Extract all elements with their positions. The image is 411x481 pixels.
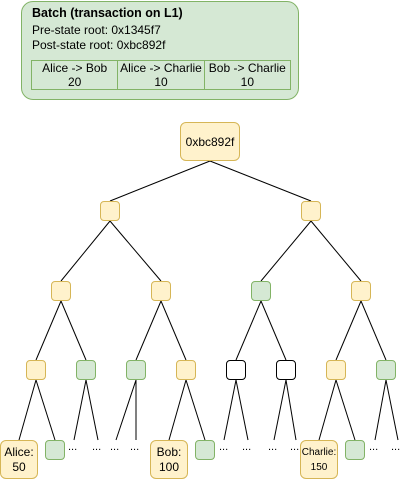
ellipsis: ... xyxy=(219,441,229,453)
tree-edge xyxy=(35,379,56,441)
leaf-sibling xyxy=(195,440,215,460)
tree-node-l2 xyxy=(251,281,271,301)
transaction-amount: 20 xyxy=(67,75,82,89)
tree-edge xyxy=(335,300,362,361)
tree-edge xyxy=(209,160,312,202)
post-state-root: Post-state root: 0xbc892f xyxy=(32,38,166,52)
transaction-cell: Bob -> Charlie 10 xyxy=(205,61,290,89)
leaf-charlie: Charlie: 150 xyxy=(300,440,338,479)
tree-node-l2 xyxy=(351,281,371,301)
ellipsis: ... xyxy=(268,441,278,453)
tree-edge xyxy=(160,300,187,361)
tree-edge xyxy=(135,300,162,361)
tree-node-l2 xyxy=(51,281,71,301)
tree-edge xyxy=(260,300,287,361)
transaction-cell: Alice -> Charlie 10 xyxy=(118,61,205,89)
leaf-sibling xyxy=(345,440,365,460)
transaction-label: Alice -> Charlie xyxy=(120,61,202,75)
ellipsis: ... xyxy=(68,441,78,453)
tree-edge xyxy=(60,220,111,282)
tree-node-l1-right xyxy=(301,201,321,221)
leaf-name: Alice: xyxy=(4,444,34,459)
transaction-label: Bob -> Charlie xyxy=(208,61,286,75)
leaf-balance: 100 xyxy=(158,459,180,474)
leaf-bob: Bob: 100 xyxy=(150,440,188,479)
tree-node-l2 xyxy=(151,281,171,301)
ellipsis: ... xyxy=(110,441,120,453)
tree-edge xyxy=(223,379,237,441)
transaction-amount: 10 xyxy=(154,75,168,89)
ellipsis: ... xyxy=(92,441,102,453)
pre-state-root: Pre-state root: 0x1345f7 xyxy=(32,23,161,37)
tree-edge xyxy=(374,379,387,441)
ellipsis: ... xyxy=(130,441,140,453)
leaf-balance: 150 xyxy=(310,461,328,473)
tree-edge xyxy=(18,379,37,441)
tree-edge xyxy=(360,300,387,361)
ellipsis: ... xyxy=(391,441,401,453)
leaf-balance: 50 xyxy=(12,459,26,474)
tree-edge xyxy=(109,160,211,202)
tree-edge xyxy=(109,220,162,282)
tree-edge xyxy=(235,379,249,441)
tree-edge xyxy=(35,300,62,361)
tree-edge xyxy=(115,379,137,441)
leaf-sibling xyxy=(45,440,65,460)
transaction-cell: Alice -> Bob 20 xyxy=(32,61,119,89)
tree-edge xyxy=(85,379,99,441)
transaction-amount: 10 xyxy=(240,75,254,89)
tree-edge xyxy=(185,379,206,441)
tree-edge xyxy=(335,379,356,441)
tree-edge xyxy=(273,379,287,441)
tree-node-l3 xyxy=(126,360,146,380)
tree-edge xyxy=(235,300,262,361)
batch-title: Batch (transaction on L1) xyxy=(32,6,183,20)
ellipsis: ... xyxy=(290,441,300,453)
tree-node-l3 xyxy=(26,360,46,380)
transaction-table: Alice -> Bob 20 Alice -> Charlie 10 Bob … xyxy=(31,60,291,90)
tree-node-l3 xyxy=(226,360,246,380)
tree-node-l1-left xyxy=(100,201,120,221)
tree-node-l3 xyxy=(76,360,96,380)
tree-edge xyxy=(260,220,312,282)
leaf-alice: Alice: 50 xyxy=(0,440,38,479)
tree-node-l3 xyxy=(376,360,396,380)
ellipsis: ... xyxy=(242,441,252,453)
root-node: 0xbc892f xyxy=(180,122,240,161)
tree-edge xyxy=(285,379,297,441)
tree-edge xyxy=(318,379,337,441)
tree-edge xyxy=(385,379,399,441)
tree-edge xyxy=(168,379,187,441)
tree-node-l3 xyxy=(326,360,346,380)
tree-edge xyxy=(73,379,87,441)
tree-node-l3 xyxy=(176,360,196,380)
batch-box: Batch (transaction on L1) Pre-state root… xyxy=(21,1,299,100)
tree-edge xyxy=(60,300,87,361)
transaction-label: Alice -> Bob xyxy=(42,61,108,75)
leaf-name: Bob: xyxy=(156,444,182,459)
tree-node-l3 xyxy=(276,360,296,380)
leaf-name: Charlie: xyxy=(301,446,337,458)
tree-edge xyxy=(310,220,362,282)
ellipsis: ... xyxy=(369,441,379,453)
